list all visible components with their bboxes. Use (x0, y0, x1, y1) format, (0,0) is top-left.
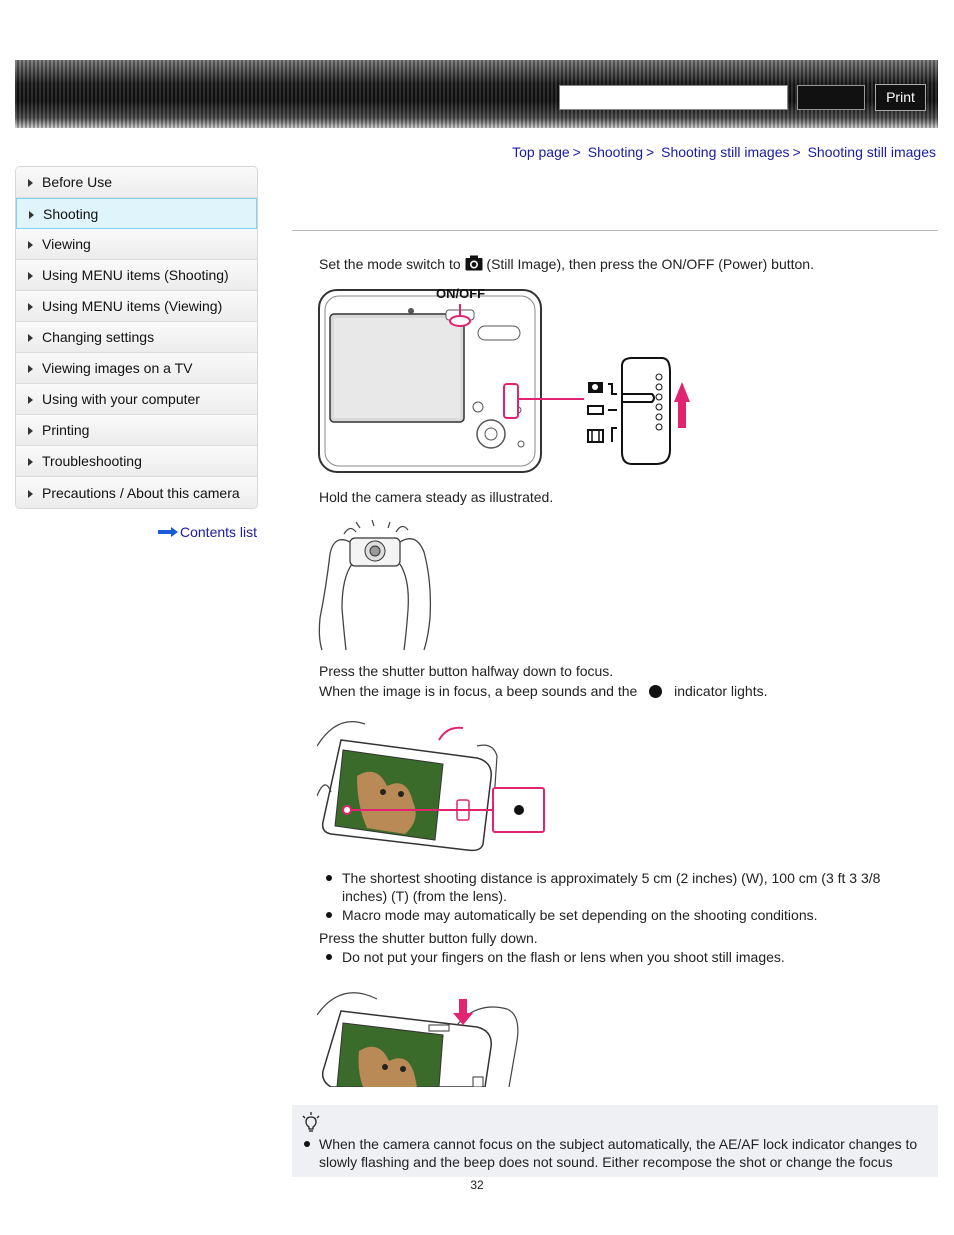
sidebar-item-menu-viewing[interactable]: Using MENU items (Viewing) (16, 291, 257, 322)
triangle-right-icon (29, 210, 34, 219)
step-1-text: Set the mode switch to (Still Image), th… (319, 255, 814, 272)
sidebar-item-changing-settings[interactable]: Changing settings (16, 322, 257, 353)
bullet-macro-mode: Macro mode may automatically be set depe… (326, 906, 926, 924)
header-bar: Print (15, 60, 938, 128)
camera-mode-switch-illustration: ON/OFF (318, 286, 690, 473)
sidebar-item-viewing[interactable]: Viewing (16, 229, 257, 260)
step-3-text: Press the shutter button halfway down to… (319, 663, 614, 679)
arrow-right-icon (158, 527, 178, 537)
bullet-icon (326, 912, 332, 918)
triangle-right-icon (28, 179, 33, 187)
sidebar-item-before-use[interactable]: Before Use (16, 167, 257, 198)
triangle-right-icon (28, 365, 33, 373)
triangle-right-icon (28, 303, 33, 311)
bullet-icon (304, 1141, 310, 1147)
page-number: 32 (470, 1178, 484, 1192)
sidebar-item-viewing-tv[interactable]: Viewing images on a TV (16, 353, 257, 384)
triangle-right-icon (28, 458, 33, 466)
hint-text: When the camera cannot focus on the subj… (319, 1136, 918, 1170)
sidebar-nav: Before Use Shooting Viewing Using MENU i… (15, 166, 258, 509)
bullet-icon (326, 954, 332, 960)
sidebar-item-precautions[interactable]: Precautions / About this camera (16, 477, 257, 508)
bullet-icon (326, 875, 332, 881)
search-input[interactable] (559, 85, 788, 110)
full-press-illustration (317, 992, 519, 1087)
sidebar-item-printing[interactable]: Printing (16, 415, 257, 446)
focus-indicator-icon (649, 685, 663, 698)
camera-icon (465, 255, 483, 271)
breadcrumb-shooting[interactable]: Shooting (587, 144, 644, 160)
contents-list-link[interactable]: Contents list (158, 524, 257, 540)
triangle-right-icon (28, 334, 33, 342)
print-button[interactable]: Print (875, 84, 926, 111)
sidebar-item-computer[interactable]: Using with your computer (16, 384, 257, 415)
sidebar-item-shooting[interactable]: Shooting (16, 198, 257, 229)
sidebar-item-menu-shooting[interactable]: Using MENU items (Shooting) (16, 260, 257, 291)
step-2-text: Hold the camera steady as illustrated. (319, 489, 554, 505)
triangle-right-icon (28, 241, 33, 249)
sidebar-item-troubleshooting[interactable]: Troubleshooting (16, 446, 257, 477)
search-button[interactable] (797, 85, 865, 110)
step-3-detail: When the image is in focus, a beep sound… (319, 683, 768, 699)
triangle-right-icon (28, 489, 33, 498)
lightbulb-icon (302, 1112, 320, 1132)
breadcrumb-shooting-still-images[interactable]: Shooting still images (661, 144, 790, 160)
triangle-right-icon (28, 272, 33, 280)
triangle-right-icon (28, 427, 33, 435)
breadcrumb: Top page> Shooting> Shooting still image… (512, 144, 936, 160)
focus-indicator-illustration (317, 721, 545, 852)
triangle-right-icon (28, 396, 33, 404)
breadcrumb-current[interactable]: Shooting still images (807, 144, 936, 160)
hold-camera-illustration (318, 519, 432, 651)
bullet-shortest-distance: The shortest shooting distance is approx… (326, 869, 926, 905)
step-4-text: Press the shutter button fully down. (319, 930, 538, 946)
hint-box: When the camera cannot focus on the subj… (292, 1105, 938, 1177)
breadcrumb-top-page[interactable]: Top page (512, 144, 570, 160)
bullet-fingers-warning: Do not put your fingers on the flash or … (326, 948, 926, 966)
title-divider (292, 230, 938, 231)
on-off-label: ON/OFF (436, 286, 485, 301)
